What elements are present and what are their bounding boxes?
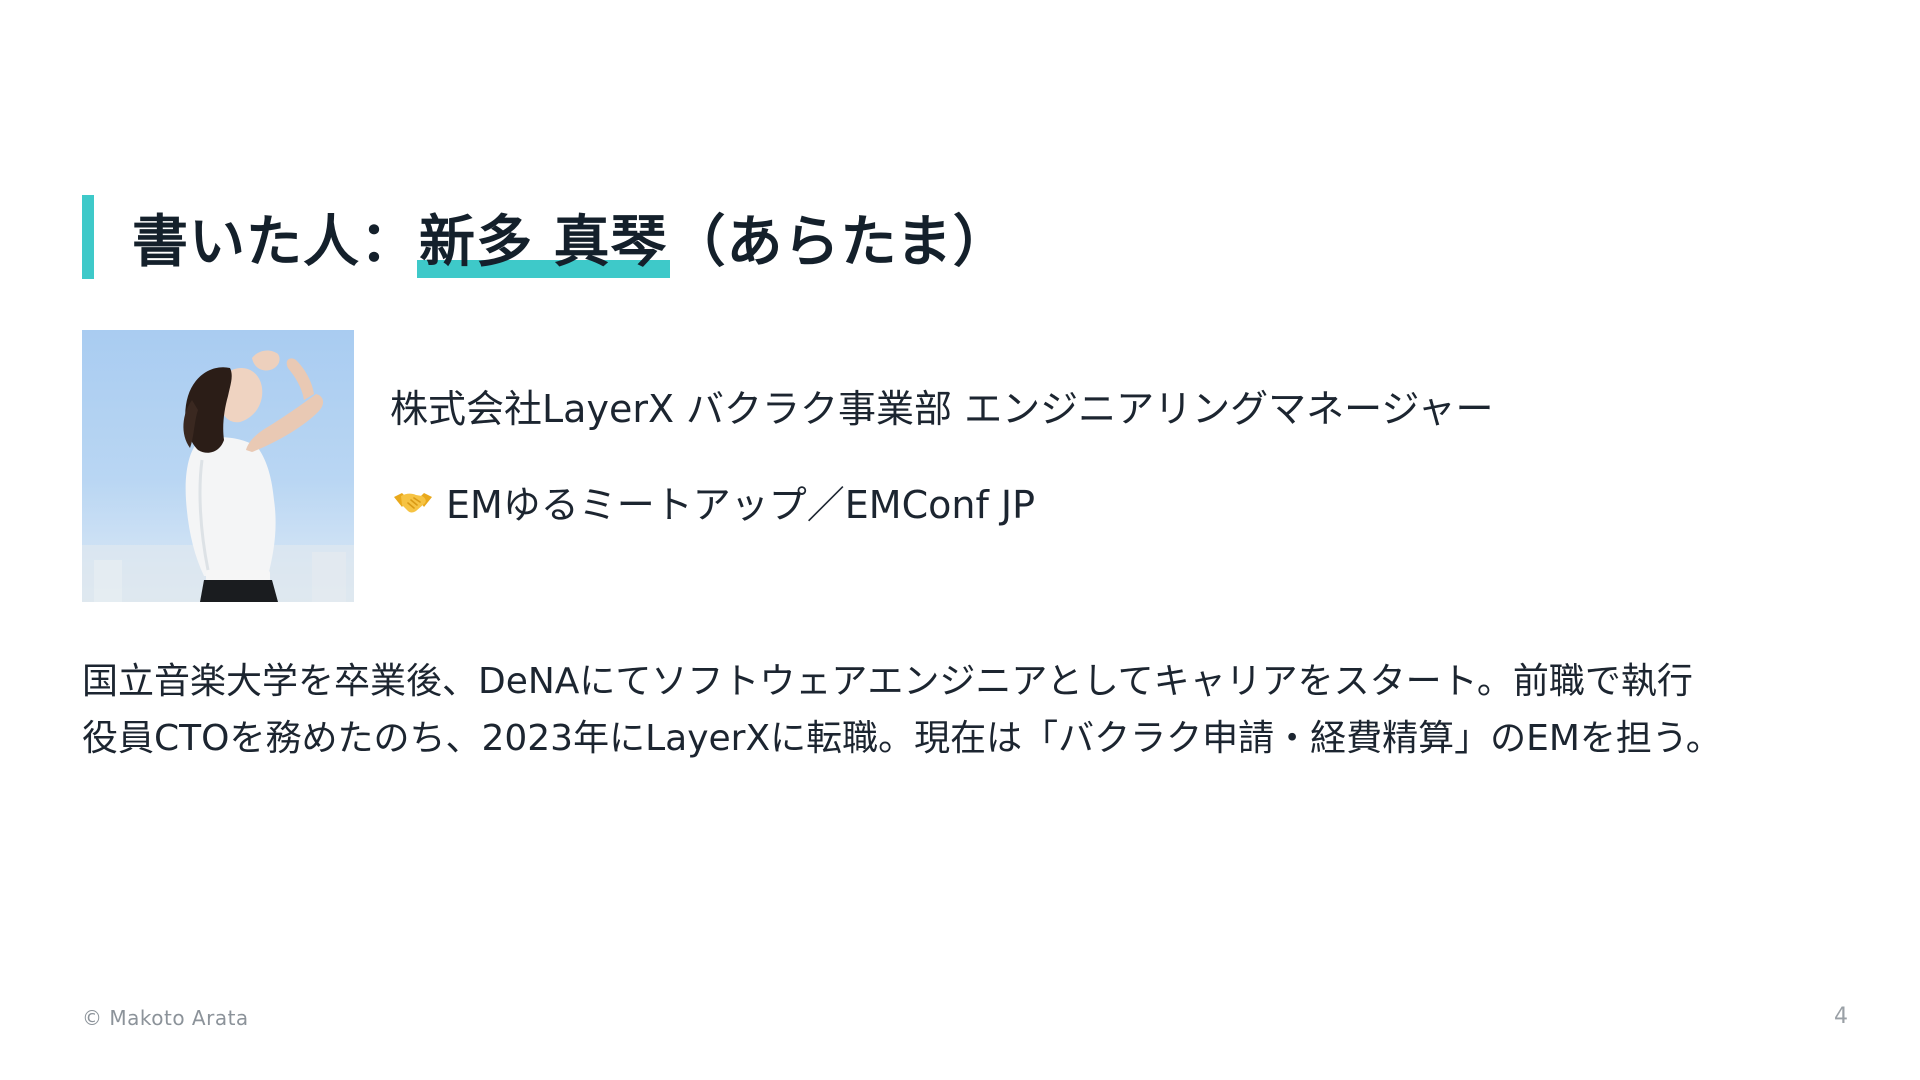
bio-paragraph: 国立音楽大学を卒業後、DeNAにてソフトウェアエンジニアとしてキャリアをスタート… — [82, 653, 1842, 767]
bio-line-2: 役員CTOを務めたのち、2023年にLayerXに転職。現在は「バクラク申請・経… — [82, 718, 1722, 759]
page-number: 4 — [1834, 1004, 1848, 1029]
heading-nickname: （あらたま） — [669, 209, 1010, 275]
heading-text: 書いた人： 新多 真琴 （あらたま） — [132, 196, 1010, 278]
bio-line-1: 国立音楽大学を卒業後、DeNAにてソフトウェアエンジニアとしてキャリアをスタート… — [82, 661, 1693, 702]
author-heading: 書いた人： 新多 真琴 （あらたま） — [82, 195, 1010, 279]
heading-accent-bar — [82, 195, 94, 279]
handshake-icon — [392, 481, 434, 523]
community-line: EMゆるミートアップ／EMConf JP — [392, 474, 1035, 529]
author-name: 新多 真琴 — [417, 196, 670, 278]
community-text: EMゆるミートアップ／EMConf JP — [446, 483, 1036, 527]
footer-copyright: © Makoto Arata — [82, 1006, 249, 1030]
company-role: 株式会社LayerX バクラク事業部 エンジニアリングマネージャー — [390, 387, 1494, 431]
heading-prefix: 書いた人： — [132, 209, 417, 275]
author-photo — [82, 330, 354, 602]
